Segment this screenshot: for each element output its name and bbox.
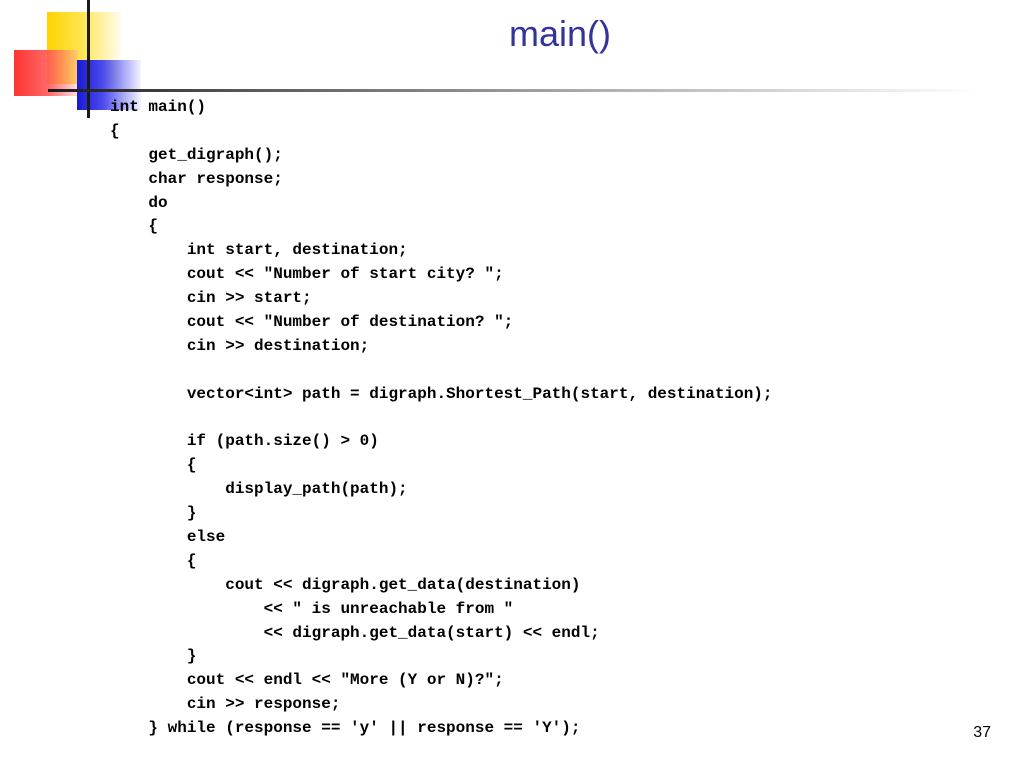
- logo-vertical-line: [87, 0, 90, 118]
- code-line: get_digraph();: [110, 145, 283, 164]
- code-line: cout << "Number of start city? ";: [110, 265, 504, 284]
- code-line: {: [110, 551, 197, 570]
- code-line: vector<int> path = digraph.Shortest_Path…: [110, 384, 773, 403]
- code-line: int main(): [110, 98, 207, 116]
- code-line: cout << endl << "More (Y or N)?";: [110, 671, 504, 690]
- code-block: int main() { get_digraph(); char response…: [110, 96, 773, 741]
- code-line: {: [110, 217, 159, 236]
- code-line: else: [110, 528, 226, 547]
- code-line: cout << "Number of destination? ";: [110, 313, 514, 332]
- code-line: cin >> destination;: [110, 336, 370, 355]
- code-line: cout << digraph.get_data(destination): [110, 575, 581, 594]
- code-line: << digraph.get_data(start) << endl;: [110, 623, 600, 642]
- code-line: cin >> response;: [110, 695, 341, 714]
- code-line: char response;: [110, 169, 283, 188]
- code-line: {: [110, 456, 197, 475]
- title-underline-rule: [48, 89, 978, 92]
- code-line: }: [110, 504, 197, 523]
- slide-title: main(): [508, 13, 611, 54]
- code-line: {: [110, 121, 120, 140]
- code-line: }: [110, 647, 197, 666]
- page-number: 37: [973, 724, 991, 741]
- code-line: if (path.size() > 0): [110, 432, 379, 451]
- logo-red-square: [14, 50, 78, 96]
- code-line: << " is unreachable from ": [110, 599, 514, 618]
- code-line: [110, 359, 773, 383]
- code-line: int start, destination;: [110, 241, 408, 260]
- code-line: } while (response == 'y' || response == …: [110, 719, 581, 738]
- code-line: display_path(path);: [110, 480, 408, 499]
- code-line: cin >> start;: [110, 289, 312, 308]
- code-line: do: [110, 193, 168, 212]
- code-line: [110, 407, 773, 431]
